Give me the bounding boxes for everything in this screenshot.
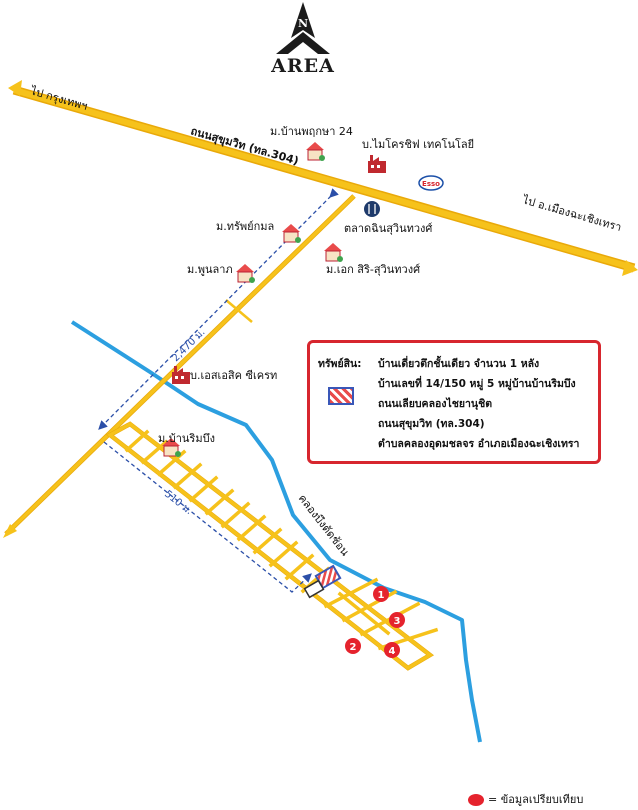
main-highway — [8, 80, 638, 276]
comparable-number: 3 — [394, 616, 401, 627]
landmark-sapkamon-label: ม.ทรัพย์กมล — [216, 220, 274, 233]
comparable-marker: 1 — [373, 586, 389, 602]
landmark-phunlap: ม.พูนลาภ — [187, 263, 255, 283]
esso-logo-icon — [418, 175, 444, 191]
landmark-rimbueng-label: ม.บ้านริมบึง — [158, 432, 215, 445]
distance-short-label: 510 ม. — [162, 489, 194, 517]
comparable-number: 2 — [350, 642, 357, 653]
comparable-number: 1 — [378, 590, 385, 601]
comparable-dot-icon — [468, 794, 484, 806]
property-info-box: ทรัพย์สิน: บ้านเดี่ยวตึกชั้นเดียว จำนวน … — [307, 340, 601, 464]
property-line-4: ถนนสุขุมวิท (ทล.304) — [378, 418, 485, 430]
property-line-5: ตำบลคลองอุดมชลจร อำเภอเมืองฉะเชิงเทรา — [378, 438, 580, 450]
esso-logo-label: Esso — [422, 180, 440, 188]
landmark-market: ตลาดฉินสุวินทวงศ์ — [344, 201, 432, 235]
compass-needle-icon — [291, 2, 315, 38]
house-icon — [282, 224, 301, 243]
landmark-pruksa: ม.บ้านพฤกษา 24 — [270, 125, 353, 161]
comparable-marker: 4 — [384, 642, 400, 658]
canal-label: คลองบึงตัดช้อน — [296, 492, 352, 559]
subject-hatch-swatch — [328, 387, 354, 405]
comparable-number: 4 — [389, 646, 396, 657]
house-icon — [324, 243, 343, 262]
factory-icon — [172, 366, 190, 384]
restaurant-icon — [364, 201, 380, 217]
landmark-sasc-label: บ.เอสเอสิค ซีเครท — [190, 369, 277, 382]
subject-neighbor-marker — [303, 579, 325, 599]
landmark-microchip-label: บ.ไมโครชิฟ เทคโนโลยี — [362, 137, 474, 151]
landmark-phunlap-label: ม.พูนลาภ — [187, 263, 233, 276]
house-icon — [236, 264, 255, 283]
property-title: ทรัพย์สิน: — [318, 358, 362, 370]
compass-north-label: N — [298, 17, 308, 30]
landmark-rimbueng: ม.บ้านริมบึง — [158, 432, 215, 457]
landmark-ek: ม.เอก สิริ-สุวินทวงศ์ — [324, 243, 420, 276]
property-line-2: บ้านเลขที่ 14/150 หมู่ 5 หมู่บ้านบ้านริม… — [378, 378, 576, 390]
compass-logo: N AREA — [270, 2, 335, 77]
access-road-arrow-icon — [3, 524, 17, 538]
highway-west-arrow-icon — [8, 80, 22, 96]
landmark-microchip: บ.ไมโครชิฟ เทคโนโลยี — [362, 137, 474, 173]
comparable-marker: 2 — [345, 638, 361, 654]
landmark-esso: Esso — [418, 175, 444, 191]
compass-mountain-icon — [276, 32, 330, 54]
comparable-marker: 3 — [389, 612, 405, 628]
highway-east-arrow-icon — [622, 260, 638, 276]
factory-icon — [368, 155, 386, 173]
road-label-east: ไป อ.เมืองฉะเชิงเทรา — [520, 193, 623, 234]
landmark-pruksa-label: ม.บ้านพฤกษา 24 — [270, 125, 353, 138]
compass-brand-label: AREA — [270, 55, 335, 77]
property-line-1: บ้านเดี่ยวตึกชั้นเดียว จำนวน 1 หลัง — [378, 358, 540, 370]
landmark-sapkamon: ม.ทรัพย์กมล — [216, 220, 301, 243]
legend-label: = ข้อมูลเปรียบเทียบ — [488, 793, 584, 806]
landmark-ek-label: ม.เอก สิริ-สุวินทวงศ์ — [326, 263, 420, 276]
road-label-west: ไป กรุงเทพฯ — [28, 84, 89, 113]
landmark-market-label: ตลาดฉินสุวินทวงศ์ — [344, 222, 432, 235]
legend: = ข้อมูลเปรียบเทียบ — [468, 790, 583, 808]
subject-property — [303, 564, 342, 599]
house-icon — [162, 438, 181, 457]
house-icon — [306, 142, 325, 161]
property-line-3: ถนนเลียบคลองไชยานุชิต — [378, 398, 493, 410]
landmark-sasc: บ.เอสเอสิค ซีเครท — [172, 366, 277, 384]
